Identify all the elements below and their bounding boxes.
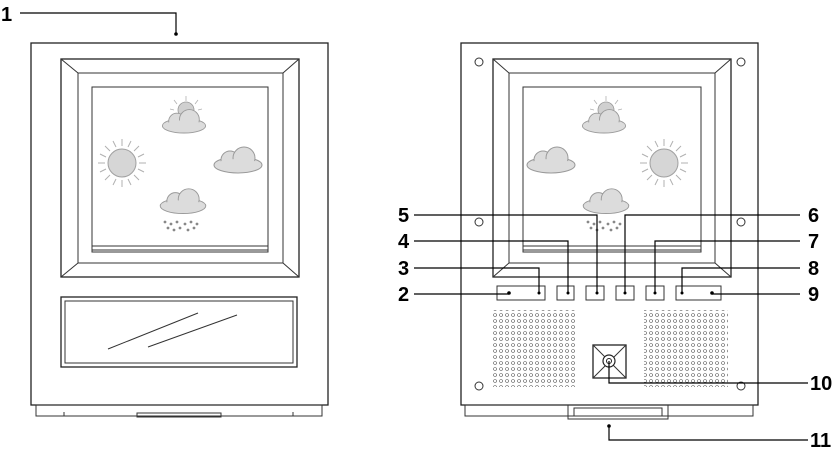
callout-5: 5 [398, 205, 409, 227]
back-connector [568, 405, 668, 419]
callout-9: 9 [808, 284, 819, 306]
back-base [465, 405, 753, 416]
callout-2: 2 [398, 284, 409, 306]
front-display-frame [61, 59, 299, 277]
speaker-grille-right [644, 310, 728, 387]
callout-1: 1 [1, 4, 12, 26]
front-base [36, 405, 322, 416]
callout-4: 4 [398, 231, 410, 253]
callout-6: 6 [808, 205, 819, 227]
front-lower-window [61, 297, 297, 367]
callout-3: 3 [398, 258, 409, 280]
callout-8: 8 [808, 258, 819, 280]
front-view [31, 43, 328, 417]
callout-10: 10 [810, 373, 832, 395]
speaker-grille-left [491, 310, 575, 387]
callout-11: 11 [810, 430, 831, 452]
callout-7: 7 [808, 231, 819, 253]
